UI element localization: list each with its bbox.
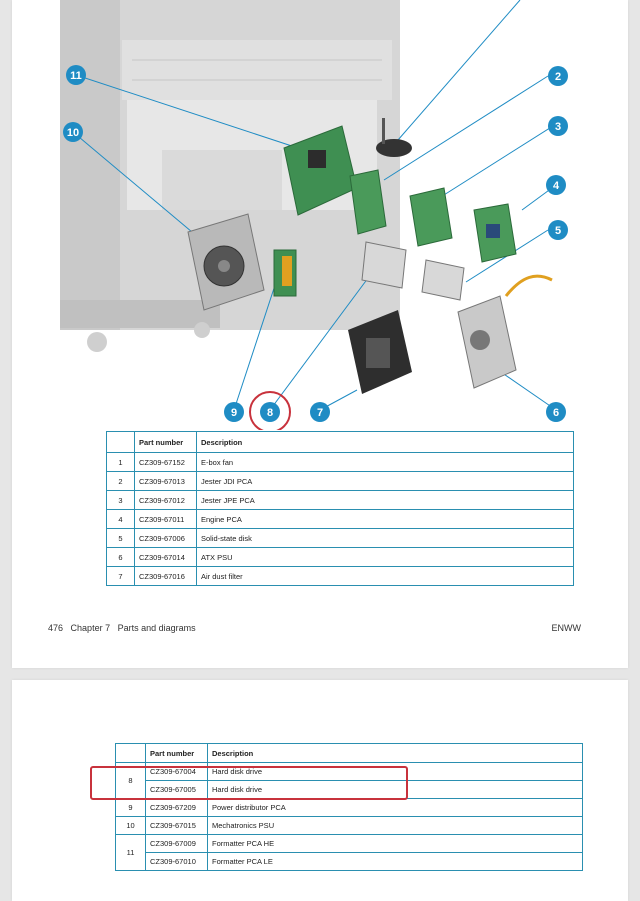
callout-10: 10 (63, 122, 83, 142)
table-header-row: Part number Description (115, 743, 583, 763)
callout-9: 9 (224, 402, 244, 422)
row-part-number: CZ309-67152 (134, 452, 197, 472)
atx-psu-part (457, 274, 553, 389)
row-part-number: CZ309-67209 (145, 798, 208, 817)
row-part-number: CZ309-67010 (145, 852, 208, 871)
jester-jpe-pca-part (409, 187, 453, 247)
svg-text:11: 11 (70, 70, 82, 82)
row-description: E-box fan (196, 452, 574, 472)
svg-text:7: 7 (317, 407, 323, 419)
row-description: ATX PSU (196, 547, 574, 567)
callout-5: 5 (548, 220, 568, 240)
page-number: 476 (48, 623, 64, 633)
row-part-number: CZ309-67014 (134, 547, 197, 567)
row-description: Jester JPE PCA (196, 490, 574, 510)
table-row: 7 CZ309-67016 Air dust filter (106, 566, 574, 586)
header-num (106, 431, 135, 453)
exploded-parts-diagram: 11 10 2 3 4 5 9 8 (60, 0, 568, 430)
callout-4: 4 (546, 175, 566, 195)
row-part-number: CZ309-67006 (134, 528, 197, 548)
chapter-label: Chapter 7 (70, 623, 111, 633)
table-row: 1 CZ309-67152 E-box fan (106, 452, 574, 472)
parts-table-2: Part number Description 8 CZ309-67004 Ha… (115, 743, 583, 871)
row-description: Air dust filter (196, 566, 574, 586)
row-num: 9 (115, 798, 146, 817)
svg-text:3: 3 (555, 121, 561, 133)
row-num: 4 (106, 509, 135, 529)
row-description: Mechatronics PSU (207, 816, 583, 835)
page-footer-left: 476 Chapter 7 Parts and diagrams (48, 623, 196, 633)
svg-text:6: 6 (553, 407, 559, 419)
header-description: Description (207, 743, 583, 763)
row-description: Formatter PCA LE (207, 852, 583, 871)
row-description: Jester JDI PCA (196, 471, 574, 491)
svg-text:2: 2 (555, 71, 561, 83)
callout-11: 11 (66, 65, 86, 85)
engine-pca-part (473, 203, 517, 263)
row-part-number: CZ309-67013 (134, 471, 197, 491)
callout-3: 3 (548, 116, 568, 136)
parts-table-1: Part number Description 1 CZ309-67152 E-… (106, 431, 574, 586)
header-num (115, 743, 146, 763)
hard-disk-drive-part (361, 241, 407, 289)
power-distributor-pca-part (273, 249, 297, 297)
table-header-row: Part number Description (106, 431, 574, 453)
header-part-number: Part number (145, 743, 208, 763)
highlight-box-hard-disk-rows (90, 766, 408, 800)
header-description: Description (196, 431, 574, 453)
jester-jdi-pca-part (349, 169, 387, 235)
row-num: 6 (106, 547, 135, 567)
table-row: 5 CZ309-67006 Solid-state disk (106, 528, 574, 548)
row-description: Power distributor PCA (207, 798, 583, 817)
svg-text:10: 10 (67, 127, 79, 139)
table-row: 2 CZ309-67013 Jester JDI PCA (106, 471, 574, 491)
row-num: 2 (106, 471, 135, 491)
svg-text:4: 4 (553, 180, 560, 192)
header-part-number: Part number (134, 431, 197, 453)
mechatronics-psu-part (187, 213, 265, 311)
row-part-number: CZ309-67016 (134, 566, 197, 586)
table-row: 4 CZ309-67011 Engine PCA (106, 509, 574, 529)
table-row: 9 CZ309-67209 Power distributor PCA (115, 798, 583, 817)
manual-page-476: 11 10 2 3 4 5 9 8 (12, 0, 628, 668)
ebox-fan-part (376, 118, 412, 157)
row-part-number: CZ309-67011 (134, 509, 197, 529)
svg-text:9: 9 (231, 407, 237, 419)
air-dust-filter-part (348, 310, 412, 394)
row-num: 11 (115, 834, 146, 871)
svg-text:5: 5 (555, 225, 561, 237)
manual-page-477: Part number Description 8 CZ309-67004 Ha… (12, 680, 628, 901)
row-description: Formatter PCA HE (207, 834, 583, 853)
row-part-number: CZ309-67012 (134, 490, 197, 510)
section-title: Parts and diagrams (117, 623, 196, 633)
solid-state-disk-part (421, 259, 465, 301)
table-row: CZ309-67010 Formatter PCA LE (116, 852, 583, 871)
row-part-number: CZ309-67015 (145, 816, 208, 835)
callout-2: 2 (548, 66, 568, 86)
page-footer-right: ENWW (551, 623, 582, 633)
table-row: 3 CZ309-67012 Jester JPE PCA (106, 490, 574, 510)
row-part-number: CZ309-67009 (145, 834, 208, 853)
row-description: Engine PCA (196, 509, 574, 529)
row-num: 5 (106, 528, 135, 548)
callout-7: 7 (310, 402, 330, 422)
row-num: 3 (106, 490, 135, 510)
callout-6: 6 (546, 402, 566, 422)
row-num: 7 (106, 566, 135, 586)
row-description: Solid-state disk (196, 528, 574, 548)
row-num: 10 (115, 816, 146, 835)
row-num: 1 (106, 452, 135, 472)
callout-8: 8 (249, 391, 291, 430)
table-row: 6 CZ309-67014 ATX PSU (106, 547, 574, 567)
svg-text:8: 8 (267, 407, 273, 419)
table-row: 10 CZ309-67015 Mechatronics PSU (115, 816, 583, 835)
table-row: 11 CZ309-67009 Formatter PCA HE (115, 834, 583, 871)
table-row: CZ309-67005 Hard disk drive (116, 780, 583, 799)
